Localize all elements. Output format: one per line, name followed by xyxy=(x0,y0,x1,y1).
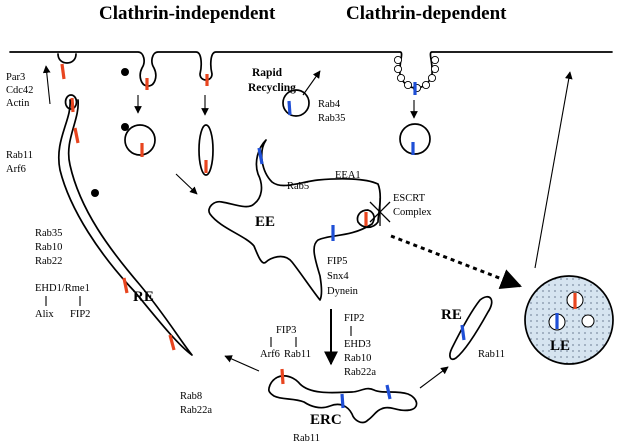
arrow-erc-to-re-right xyxy=(419,366,449,389)
label-le: LE xyxy=(550,338,570,354)
late-endosome xyxy=(524,275,614,365)
label-re-left: RE xyxy=(133,289,154,305)
cargo-red-mark xyxy=(280,368,285,385)
label-fip3: FIP3 xyxy=(276,325,296,336)
cargo-blue-mark xyxy=(460,324,466,341)
cargo-red-mark xyxy=(73,127,80,144)
vesicle-small xyxy=(64,94,78,110)
cargo-red-mark xyxy=(168,334,176,351)
caveolin-dot xyxy=(91,189,99,197)
recycling-endosome-right xyxy=(449,295,493,361)
cargo-red-mark xyxy=(122,277,129,294)
caveolin-dot xyxy=(121,123,129,131)
label-erc: ERC xyxy=(310,412,342,428)
cargo-blue-mark xyxy=(287,100,292,116)
label-rab22a-left: Rab22a xyxy=(180,405,212,416)
label-rab35: Rab35 xyxy=(35,228,62,239)
arrow-ee-to-le xyxy=(390,234,522,289)
cargo-blue-mark xyxy=(385,384,392,400)
early-endosome xyxy=(208,139,382,301)
arrow-to-ee xyxy=(175,173,198,195)
label-ehd1: EHD1/Rme1 xyxy=(35,283,90,294)
plasma-membrane xyxy=(9,51,613,89)
label-rab35-top: Rab35 xyxy=(318,113,345,124)
cargo-red-mark xyxy=(60,63,66,80)
label-rab11-re-right: Rab11 xyxy=(478,349,505,360)
recycling-endosome-left xyxy=(57,99,193,356)
label-escrt: ESCRT xyxy=(393,193,426,204)
label-rab11-erc: Rab11 xyxy=(293,433,320,444)
arrow-rapid-recycling xyxy=(302,70,321,96)
endocytic-recycling-compartment xyxy=(267,375,418,424)
label-arf6: Arf6 xyxy=(6,164,26,175)
label-rab11: Rab11 xyxy=(6,150,33,161)
ilv xyxy=(581,314,595,328)
label-rapid: Rapid xyxy=(252,67,283,79)
recycling-vesicle xyxy=(282,89,310,117)
label-ee: EE xyxy=(255,214,275,230)
escrt-star-icon xyxy=(369,198,391,226)
label-rab8: Rab8 xyxy=(180,391,202,402)
label-rab10: Rab10 xyxy=(35,242,62,253)
clathrin-dependent-heading: Clathrin-dependent xyxy=(346,3,507,24)
label-re-right: RE xyxy=(441,307,462,323)
label-rab10-mid: Rab10 xyxy=(344,353,371,364)
label-rab22a-mid: Rab22a xyxy=(344,367,376,378)
cargo-red-mark xyxy=(70,97,75,113)
clathrin-independent-heading: Clathrin-independent xyxy=(99,3,276,24)
caveolin-dot xyxy=(121,68,129,76)
cargo-blue-mark xyxy=(340,393,345,409)
label-recycling: Recycling xyxy=(248,82,296,94)
label-rab5: Rab5 xyxy=(287,181,309,192)
label-eea1: EEA1 xyxy=(335,170,361,181)
label-snx4: Snx4 xyxy=(327,271,349,282)
arrow-to-pm-right xyxy=(534,71,573,269)
arrow-erc-to-re xyxy=(224,355,260,372)
label-alix: Alix xyxy=(35,309,54,320)
label-arf6-fip3: Arf6 xyxy=(260,349,280,360)
label-complex: Complex xyxy=(393,207,432,218)
vesicle-clathrin-independent xyxy=(124,124,156,156)
label-fip5: FIP5 xyxy=(327,256,347,267)
arrow-to-pm xyxy=(42,65,51,105)
label-cdc42: Cdc42 xyxy=(6,85,33,96)
label-ehd3: EHD3 xyxy=(344,339,371,350)
label-rab4: Rab4 xyxy=(318,99,341,110)
label-rab11-fip3: Rab11 xyxy=(284,349,311,360)
vesicle-clathrin-coated xyxy=(399,123,431,155)
cargo-blue-mark xyxy=(257,147,264,165)
tubular-carrier xyxy=(198,124,214,176)
small-vesicle-pm xyxy=(57,53,77,64)
label-actin: Actin xyxy=(6,98,30,109)
label-rab22: Rab22 xyxy=(35,256,62,267)
label-fip2-mid: FIP2 xyxy=(344,313,364,324)
label-dynein: Dynein xyxy=(327,286,359,297)
label-par3: Par3 xyxy=(6,72,25,83)
label-fip2-left: FIP2 xyxy=(70,309,90,320)
